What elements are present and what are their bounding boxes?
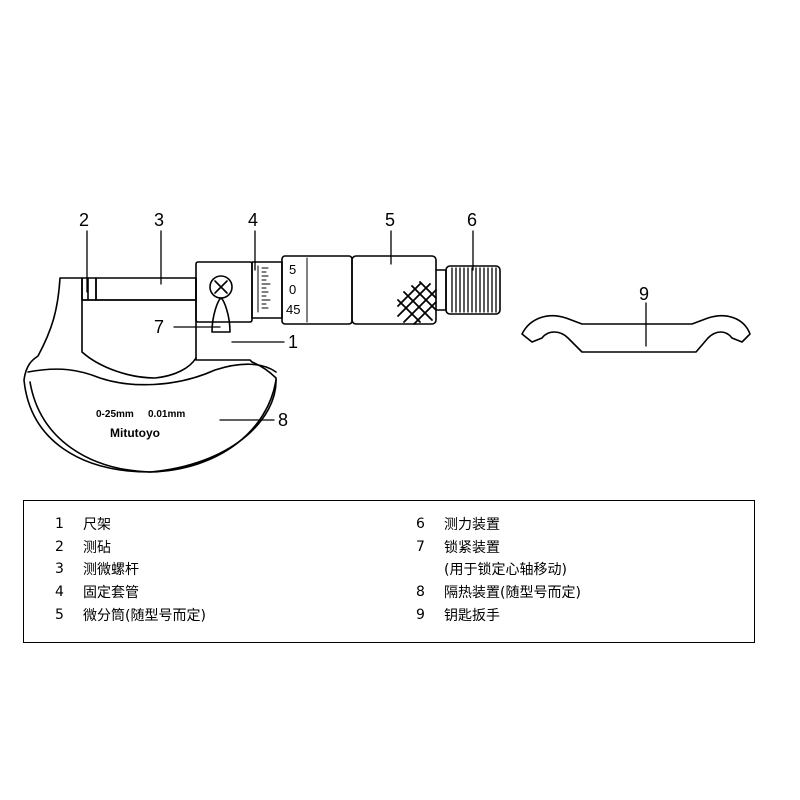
legend-subtext: (用于锁定心轴移动) — [444, 562, 567, 579]
frame-resolution-text: 0.01mm — [148, 409, 185, 420]
lock-lever — [211, 297, 231, 333]
callout-4: 4 — [248, 210, 258, 230]
thimble-scale-5: 5 — [289, 262, 296, 277]
legend-item-9: 9 钥匙扳手 — [416, 603, 581, 626]
legend-left-column: 1 尺架 2 测砧 3 测微螺杆 4 固定套管 5 微分筒(随型号而定) — [55, 513, 206, 626]
knurl-pattern — [397, 281, 437, 325]
lock-housing — [195, 261, 253, 323]
sleeve — [251, 261, 283, 319]
callout-9: 9 — [639, 284, 649, 304]
callout-2: 2 — [79, 210, 89, 230]
legend-text: 测力装置 — [444, 517, 500, 534]
legend-num: 3 — [55, 561, 64, 578]
legend-text: 锁紧装置 — [444, 539, 500, 556]
callout-7: 7 — [154, 317, 164, 337]
legend-num: 6 — [416, 516, 425, 533]
legend-text: 微分筒(随型号而定) — [83, 607, 206, 624]
legend-num: 5 — [55, 606, 64, 623]
legend-item-4: 4 固定套管 — [55, 581, 206, 604]
legend-text: 钥匙扳手 — [444, 607, 500, 624]
frame-inner — [81, 299, 197, 379]
heat-insulator — [27, 363, 277, 386]
legend-item-5: 5 微分筒(随型号而定) — [55, 603, 206, 626]
legend-text: 隔热装置(随型号而定) — [444, 585, 581, 602]
key-wrench — [521, 314, 751, 353]
callout-3: 3 — [154, 210, 164, 230]
legend-text: 尺架 — [83, 517, 111, 534]
legend-item-1: 1 尺架 — [55, 513, 206, 536]
legend-text: 测微螺杆 — [83, 562, 139, 579]
legend-num: 7 — [416, 538, 425, 555]
spindle — [95, 277, 197, 301]
legend-num: 1 — [55, 516, 64, 533]
legend-num: 9 — [416, 606, 425, 623]
legend-num: 2 — [55, 538, 64, 555]
legend-item-7-note: (用于锁定心轴移动) — [416, 558, 581, 581]
ratchet-neck — [435, 269, 447, 311]
heat-insulator-bottom — [29, 379, 277, 473]
callout-5: 5 — [385, 210, 395, 230]
legend-num: 4 — [55, 584, 64, 601]
legend-text: 固定套管 — [83, 585, 139, 602]
legend-item-6: 6 测力装置 — [416, 513, 581, 536]
callout-6: 6 — [467, 210, 477, 230]
legend-num: 8 — [416, 584, 425, 601]
brand-logo: Mitutoyo — [110, 426, 160, 440]
callout-1: 1 — [288, 332, 298, 352]
thimble-scale-0: 0 — [289, 282, 296, 297]
legend-item-2: 2 测砧 — [55, 536, 206, 559]
callout-8: 8 — [278, 410, 288, 430]
ratchet-knurl — [451, 267, 497, 313]
legend-item-3: 3 测微螺杆 — [55, 558, 206, 581]
legend-box: 1 尺架 2 测砧 3 测微螺杆 4 固定套管 5 微分筒(随型号而定) 6 测… — [23, 500, 755, 643]
legend-item-7: 7 锁紧装置 — [416, 536, 581, 559]
leader-lines — [86, 230, 647, 421]
frame-range-text: 0-25mm — [96, 409, 134, 420]
legend-right-column: 6 测力装置 7 锁紧装置 (用于锁定心轴移动) 8 隔热装置(随型号而定) 9… — [416, 513, 581, 626]
sleeve-graduations — [257, 265, 271, 313]
legend-item-8: 8 隔热装置(随型号而定) — [416, 581, 581, 604]
thimble-scale-45: 45 — [286, 302, 300, 317]
anvil — [81, 277, 97, 301]
legend-text: 测砧 — [83, 539, 111, 556]
